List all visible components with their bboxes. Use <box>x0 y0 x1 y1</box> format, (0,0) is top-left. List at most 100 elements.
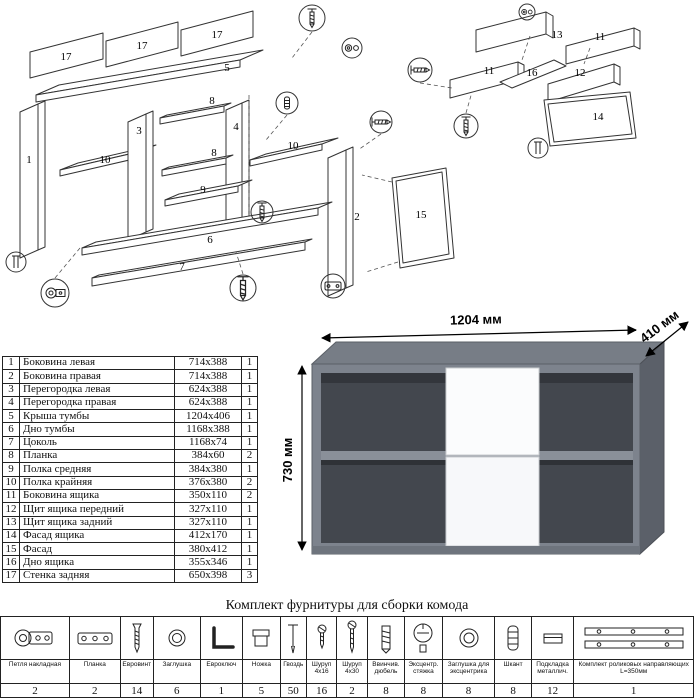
hardware-qty: 16 <box>305 683 338 698</box>
part-qty: 1 <box>241 515 258 530</box>
part-size: 624x388 <box>174 395 242 411</box>
hardware-table: Петля накладная Планка Евровинт Заглушка… <box>0 616 694 698</box>
right-shelf <box>539 451 633 460</box>
part-number: 6 <box>2 422 20 437</box>
part-qty: 1 <box>241 435 258 451</box>
part-number: 11 <box>2 488 20 504</box>
metal-pad-icon <box>543 633 563 644</box>
hardware-icons-row <box>0 616 694 660</box>
part-number: 3 <box>2 382 20 397</box>
part-qty: 1 <box>241 409 258 424</box>
hardware-qty: 8 <box>441 683 496 698</box>
part-number: 13 <box>2 515 20 530</box>
plinth <box>312 546 640 554</box>
hardware-qty: 6 <box>152 683 201 698</box>
hardware-icon-cell <box>530 616 575 660</box>
drawer-parts <box>449 11 641 147</box>
hardware-qty: 1 <box>573 683 694 698</box>
depth-dimension-label: 410 мм <box>637 308 682 346</box>
part-number-label: 14 <box>593 111 605 123</box>
part-number-label: 16 <box>527 67 539 79</box>
part-number: 9 <box>2 462 20 477</box>
hardware-icon-cell <box>305 616 338 660</box>
part-name: Дно ящика <box>19 555 175 570</box>
part-number-label: 1 <box>26 154 32 166</box>
part-number-label: 8 <box>211 147 217 159</box>
height-dimension-label: 730 мм <box>280 438 295 483</box>
confirmat-screw-icon <box>307 8 317 28</box>
part-size: 714x388 <box>174 369 242 384</box>
part-size: 714x388 <box>174 355 242 371</box>
part-name: Боковина правая <box>19 369 175 384</box>
hinge-icon <box>14 629 53 647</box>
part-number-label: 4 <box>233 121 239 133</box>
width-arrow <box>321 325 637 343</box>
part-name: Щит ящика передний <box>19 502 175 517</box>
hardware-name: Шуруп 4x16 <box>305 659 338 684</box>
part-size: 376x380 <box>174 475 242 490</box>
part-name: Перегородка правая <box>19 395 175 411</box>
part-qty: 2 <box>241 488 258 504</box>
part-size: 384x60 <box>174 449 242 464</box>
eccentric-cam-icon <box>521 9 533 15</box>
part-number-label: 11 <box>595 31 606 43</box>
hardware-icon-cell <box>494 616 532 660</box>
hardware-icon-cell <box>119 616 154 660</box>
part-number: 7 <box>2 435 20 451</box>
part-size: 1168x74 <box>174 435 242 451</box>
dowel-screw-icon <box>381 625 391 654</box>
part-number-label: 17 <box>137 40 149 52</box>
hardware-icon-cell <box>199 616 244 660</box>
nail-icon <box>288 624 299 654</box>
part-number-label: 10 <box>288 140 300 152</box>
part-number-label: 10 <box>100 154 112 166</box>
part-number-label: 13 <box>552 29 564 41</box>
part-number-label: 6 <box>207 234 213 246</box>
part-size: 624x388 <box>174 382 242 397</box>
hardware-icon-cell <box>242 616 281 660</box>
part-size: 355x346 <box>174 555 242 570</box>
dresser-body <box>310 340 666 556</box>
part-qty: 1 <box>241 369 258 384</box>
part-qty: 2 <box>241 475 258 490</box>
hardware-icon-cell <box>0 616 70 660</box>
part-qty: 1 <box>241 355 258 371</box>
hardware-name: Ввинчив. дюбель <box>366 659 406 684</box>
hardware-name: Эксцентр. стяжка <box>404 659 443 684</box>
hardware-icon-cell <box>68 616 121 660</box>
part-qty: 1 <box>241 422 258 437</box>
part-number-label: 15 <box>416 209 428 221</box>
depth-arrow <box>645 321 689 357</box>
part-qty: 1 <box>241 382 258 397</box>
foot-icon <box>252 629 270 647</box>
hardware-name: Планка <box>68 659 121 684</box>
assembly-guide-lines <box>54 31 591 279</box>
hardware-name: Гвоздь <box>279 659 307 684</box>
left-shelf <box>321 451 446 460</box>
door-front <box>445 456 540 547</box>
part-size: 327x110 <box>174 515 242 530</box>
hardware-qty: 2 <box>68 683 121 698</box>
wood-dowel-icon <box>507 625 519 651</box>
part-size: 350x110 <box>174 488 242 504</box>
exploded-diagram: 17 17 17 5 1 3 10 8 4 8 9 10 2 6 7 15 13… <box>5 3 641 308</box>
part-number: 2 <box>2 369 20 384</box>
part-name: Цоколь <box>19 435 175 451</box>
part-name: Боковина левая <box>19 355 175 371</box>
hardware-name: Шуруп 4x30 <box>336 659 368 684</box>
hardware-name: Заглушка <box>152 659 201 684</box>
part-name: Дно тумбы <box>19 422 175 437</box>
hardware-qty: 8 <box>404 683 443 698</box>
part-number-label: 17 <box>212 29 224 41</box>
part-size: 380x412 <box>174 542 242 557</box>
